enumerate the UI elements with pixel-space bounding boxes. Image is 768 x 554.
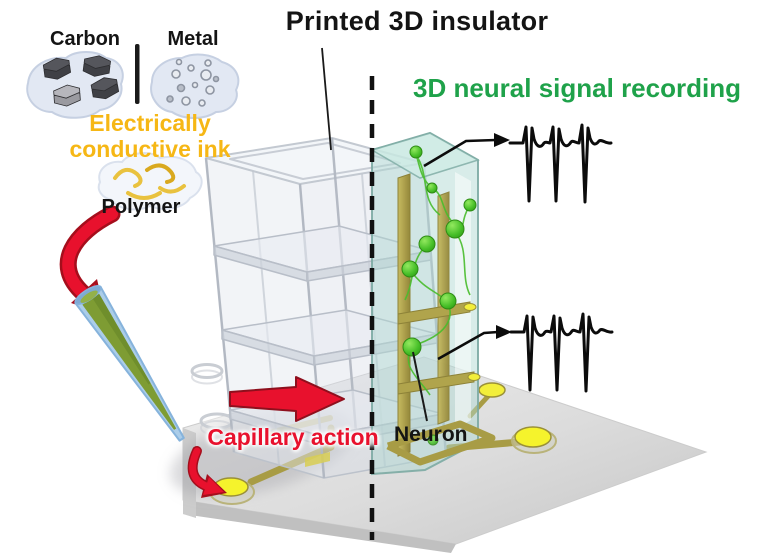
pipette-icon [74, 285, 185, 442]
conductive-ink-line2: conductive ink [69, 136, 231, 162]
polymer-label: Polymer [101, 196, 181, 218]
polymer-blob-icon [97, 152, 203, 211]
metal-blob-icon [150, 53, 240, 119]
metal-label: Metal [167, 28, 219, 50]
waveform-arrow-bottom [437, 325, 512, 361]
neuron-pointer-line [412, 351, 428, 422]
waveform-arrow-top [423, 133, 510, 168]
page-title: Printed 3D insulator [285, 6, 549, 36]
ingredient-divider [135, 44, 140, 104]
spike-waveform-top [508, 123, 613, 204]
electrode-pads [209, 382, 557, 505]
neuron-label: Neuron [394, 423, 468, 446]
substrate-wells [190, 363, 235, 436]
pad-arrow-icon [187, 446, 227, 498]
recording-label: 3D neural signal recording [413, 73, 741, 103]
capillary-label: Capillary action [207, 424, 379, 450]
spike-waveform-bottom [509, 312, 614, 393]
carbon-label: Carbon [50, 28, 120, 50]
capillary-arrow-icon [229, 376, 345, 422]
conductive-ink-label: Electrically conductive ink [22, 110, 278, 162]
title-pointer-line [321, 47, 332, 151]
carbon-blob-icon [26, 51, 124, 119]
conductive-ink-line1: Electrically [89, 110, 211, 136]
neurons [401, 145, 477, 446]
